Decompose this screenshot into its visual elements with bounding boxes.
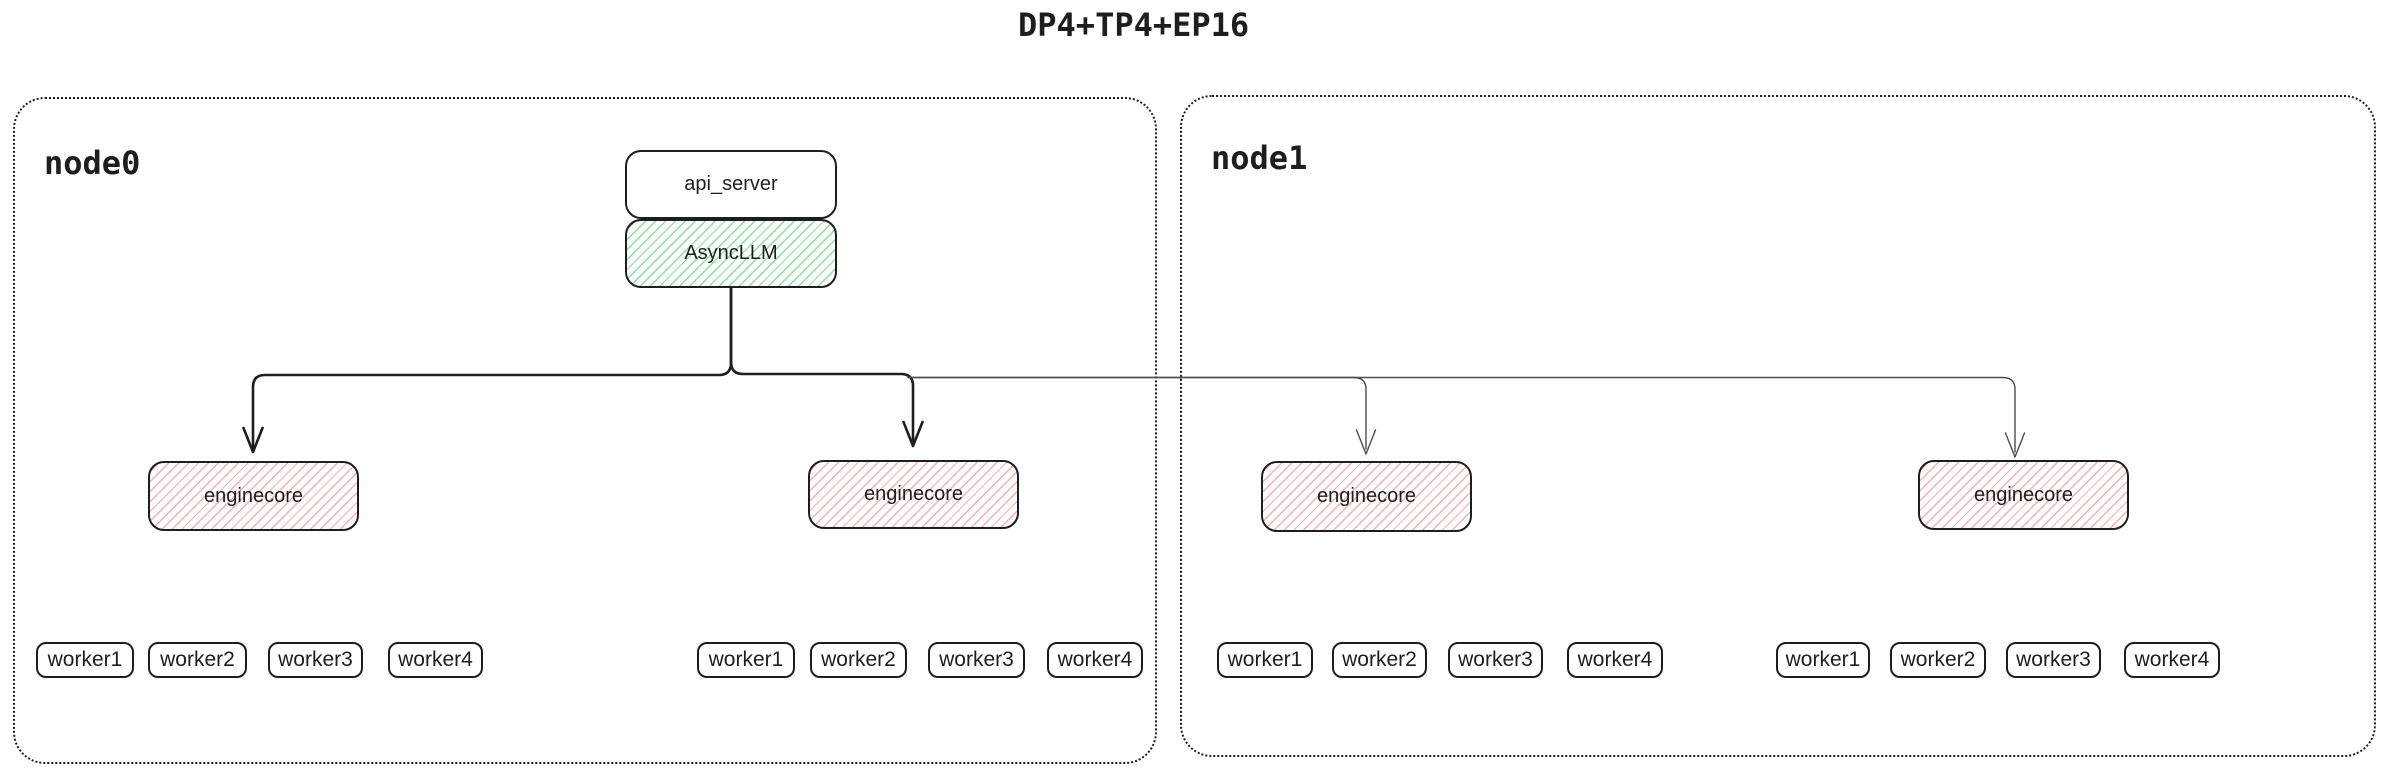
enginecore-box-2: enginecore xyxy=(808,460,1019,529)
worker-box: worker3 xyxy=(2006,642,2101,678)
api-server-box: api_server xyxy=(625,150,837,219)
worker-box: worker4 xyxy=(388,642,483,678)
worker-box: worker3 xyxy=(268,642,363,678)
asyncllm-box: AsyncLLM xyxy=(625,219,837,288)
enginecore-box-4: enginecore xyxy=(1918,460,2129,530)
worker-box: worker4 xyxy=(1567,642,1663,678)
worker-box: worker3 xyxy=(1448,642,1543,678)
enginecore-4-label: enginecore xyxy=(1974,483,2073,506)
diagram-title: DP4+TP4+EP16 xyxy=(1018,6,1250,44)
worker-box: worker2 xyxy=(1890,642,1986,678)
worker-box: worker2 xyxy=(148,642,247,678)
enginecore-2-label: enginecore xyxy=(864,483,963,505)
enginecore-1-label: enginecore xyxy=(204,484,303,507)
enginecore-3-label: enginecore xyxy=(1317,485,1416,507)
node0-label: node0 xyxy=(44,144,141,182)
enginecore-box-1: enginecore xyxy=(148,461,359,531)
node1-label: node1 xyxy=(1211,139,1308,177)
worker-box: worker4 xyxy=(2124,642,2220,678)
worker-box: worker2 xyxy=(810,642,907,678)
worker-box: worker1 xyxy=(36,642,134,678)
worker-box: worker4 xyxy=(1047,642,1143,678)
asyncllm-label: AsyncLLM xyxy=(684,242,778,264)
worker-box: worker1 xyxy=(1217,642,1313,678)
worker-box: worker1 xyxy=(1776,642,1870,678)
worker-box: worker2 xyxy=(1332,642,1427,678)
worker-box: worker1 xyxy=(697,642,795,678)
worker-box: worker3 xyxy=(928,642,1025,678)
api-server-label: api_server xyxy=(684,173,778,195)
enginecore-box-3: enginecore xyxy=(1261,461,1472,532)
